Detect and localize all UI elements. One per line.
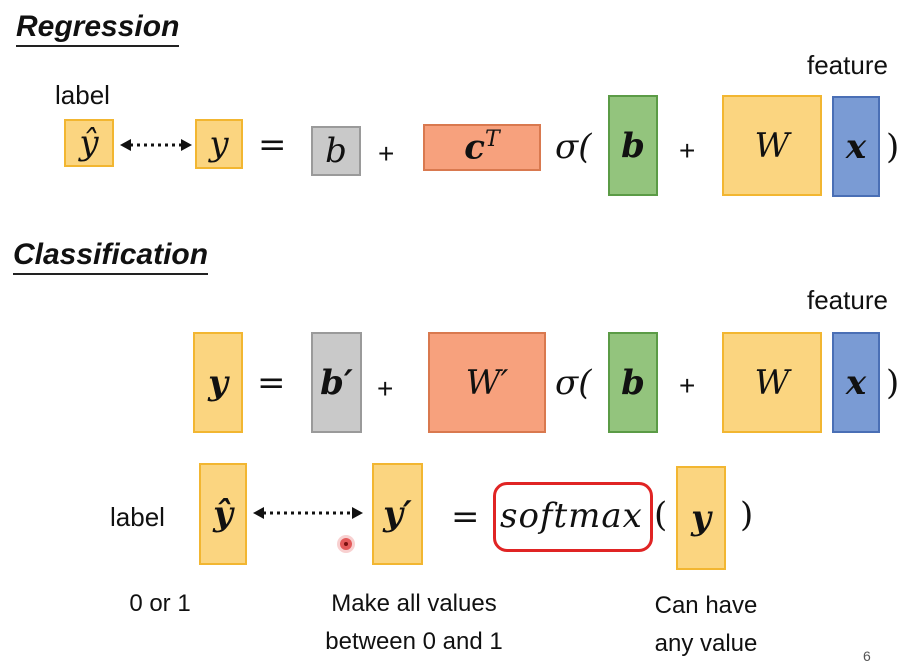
classification-W-prime-symbol: W′ (465, 362, 509, 403)
classification-label-text: label (110, 502, 165, 532)
regression-bias-b-box: b (311, 126, 361, 176)
classification-output-y-box: y (193, 332, 243, 433)
softmax-text: softmax (500, 496, 643, 536)
regression-feature-text: feature (807, 50, 888, 80)
classification-label-y-hat-box: ŷ (199, 463, 247, 565)
classification-b-prime-symbol: b′ (320, 362, 353, 403)
classification-inner-b-symbol: b (621, 362, 645, 403)
classification-inner-b-box: b (608, 332, 658, 433)
softmax-argument-y-box: y (676, 466, 726, 570)
softmax-open-paren: ( (654, 495, 668, 535)
classification-y-prime-symbol: y′ (383, 494, 412, 534)
regression-feature-x-box: x (832, 96, 880, 197)
classification-y-prime-box: y′ (372, 463, 423, 565)
classification-W-symbol: W (754, 362, 790, 403)
classification-feature-x-box: x (832, 332, 880, 433)
regression-dotted-arrow (120, 139, 192, 151)
softmax-argument-y-symbol: y (691, 498, 711, 538)
classification-feature-text: feature (807, 285, 888, 315)
regression-equals: = (258, 125, 287, 165)
regression-label-text: label (55, 80, 110, 110)
caption-middle-line-1: Make all values (331, 590, 497, 617)
classification-x-symbol: x (845, 362, 867, 403)
regression-sigma-open: σ( (555, 127, 592, 167)
caption-make-all-values: Make all values between 0 and 1 (286, 585, 542, 661)
regression-inner-b-box: b (608, 95, 658, 196)
classification-title: Classification (13, 238, 209, 275)
regression-title: Regression (16, 10, 180, 47)
regression-c-symbol: cT (464, 127, 500, 168)
regression-inner-b-symbol: b (621, 125, 645, 166)
classification-equals: = (257, 363, 286, 403)
softmax-highlight-box (493, 482, 653, 552)
regression-W-symbol: W (754, 125, 790, 166)
regression-weight-W-box: W (722, 95, 822, 196)
classification-W-prime-box: W′ (428, 332, 546, 433)
classification-dotted-arrow (253, 507, 363, 519)
classification-close-paren: ) (886, 363, 900, 403)
regression-y-hat-symbol: ŷ (79, 123, 99, 163)
caption-right-line-1: Can have (654, 592, 758, 619)
caption-can-have-any-value: Can have any value (626, 587, 786, 663)
regression-plus-1: + (378, 138, 395, 169)
classification-bias-b-prime-box: b′ (311, 332, 362, 433)
softmax-close-paren: ) (740, 495, 754, 535)
classification-y-symbol: y (208, 362, 228, 403)
classification-plus-2: + (679, 370, 696, 401)
regression-close-paren: ) (886, 127, 900, 167)
regression-output-y-box: y (195, 119, 243, 169)
caption-zero-or-one: 0 or 1 (129, 590, 191, 617)
regression-x-symbol: x (845, 126, 867, 167)
regression-label-y-hat-box: ŷ (64, 119, 114, 167)
cursor-pointer-dot (340, 538, 352, 550)
classification-y-hat-symbol: ŷ (213, 494, 233, 534)
regression-y-symbol: y (209, 124, 229, 164)
classification-plus-1: + (377, 373, 394, 404)
page-number: 6 (863, 648, 871, 664)
classification-softmax-equals: = (451, 497, 480, 537)
classification-sigma-open: σ( (555, 363, 592, 403)
regression-c-transpose-box: cT (423, 124, 541, 171)
regression-plus-2: + (679, 135, 696, 166)
caption-right-line-2: any value (654, 630, 758, 657)
caption-middle-line-2: between 0 and 1 (325, 628, 503, 655)
classification-weight-W-box: W (722, 332, 822, 433)
regression-b-symbol: b (325, 131, 347, 171)
